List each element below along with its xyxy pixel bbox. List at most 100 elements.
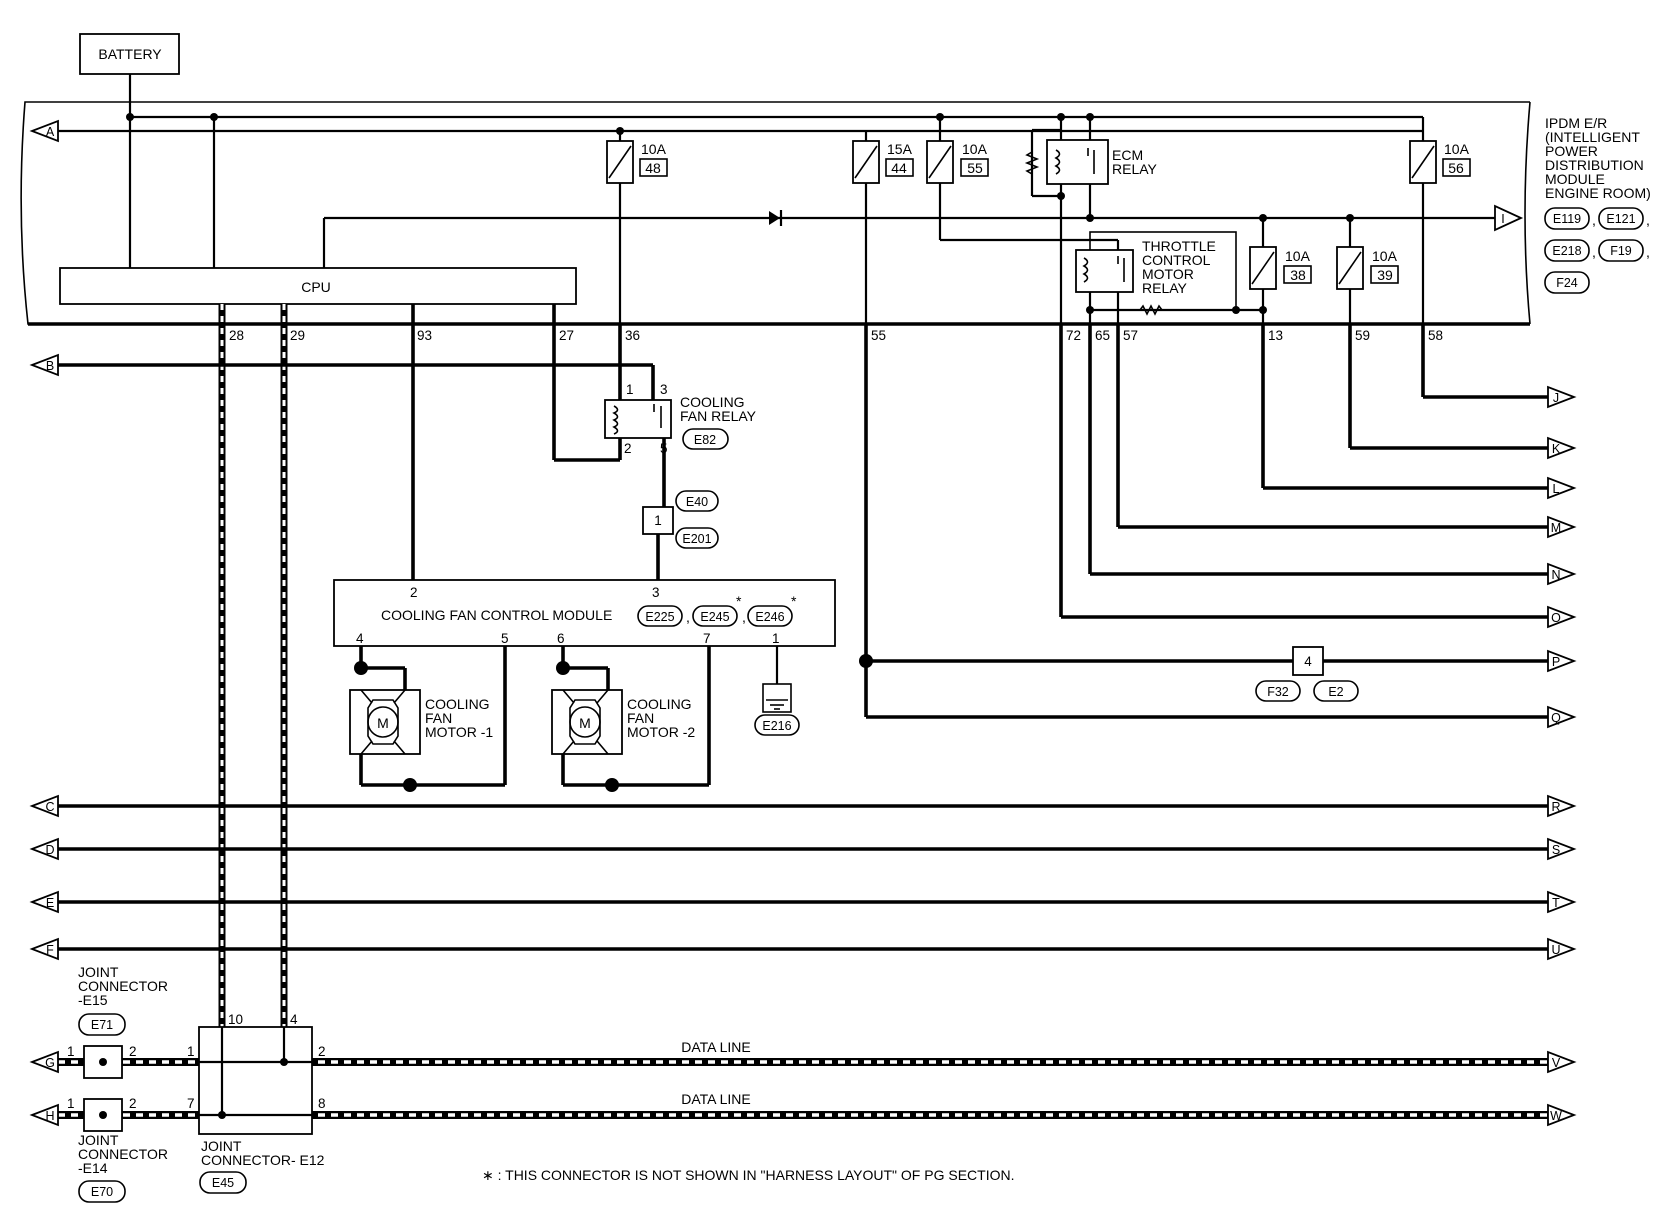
svg-text:M: M: [579, 715, 591, 731]
svg-text:J: J: [1553, 391, 1559, 405]
svg-text:RELAY: RELAY: [1112, 161, 1158, 177]
svg-text:2: 2: [624, 441, 632, 456]
svg-text:10A: 10A: [962, 141, 988, 157]
svg-text:MODULE: MODULE: [1545, 171, 1605, 187]
svg-text:1: 1: [187, 1044, 195, 1059]
svg-text:-E15: -E15: [78, 992, 108, 1008]
svg-text:JOINT: JOINT: [78, 1132, 119, 1148]
data-line-label-1: DATA LINE: [681, 1039, 751, 1055]
svg-text:4: 4: [356, 631, 364, 646]
cpu-box: [59, 267, 577, 305]
left-ref-g: G: [29, 1050, 59, 1074]
svg-text:E218: E218: [1552, 244, 1581, 258]
svg-text:S: S: [1552, 843, 1560, 857]
svg-text:13: 13: [1268, 328, 1283, 343]
left-ref-b: B: [29, 353, 59, 377]
svg-text:I: I: [1501, 212, 1504, 226]
svg-text:P: P: [1552, 655, 1560, 669]
svg-text:MOTOR -1: MOTOR -1: [425, 724, 493, 740]
svg-text:FAN: FAN: [627, 710, 654, 726]
svg-text:ENGINE ROOM): ENGINE ROOM): [1545, 185, 1651, 201]
svg-text:93: 93: [417, 328, 432, 343]
right-ref-s: S: [1547, 837, 1577, 861]
battery-box: [79, 33, 180, 75]
svg-text:Q: Q: [1551, 711, 1561, 725]
svg-text:56: 56: [1448, 160, 1464, 176]
svg-text:1: 1: [67, 1096, 75, 1111]
inline-connector-e40: 1 E40 E201: [642, 490, 719, 580]
svg-text:44: 44: [891, 160, 907, 176]
svg-text:55: 55: [967, 160, 983, 176]
svg-text:COOLING FAN CONTROL MODULE: COOLING FAN CONTROL MODULE: [381, 607, 612, 623]
svg-text:E121: E121: [1606, 212, 1635, 226]
svg-text:E201: E201: [682, 532, 711, 546]
svg-text:A: A: [46, 125, 55, 139]
svg-text:,: ,: [1646, 212, 1650, 228]
svg-text:58: 58: [1428, 328, 1443, 343]
joint-connector-e15: 1 2 JOINT CONNECTOR -E15 E71: [67, 964, 168, 1079]
svg-text:E225: E225: [645, 610, 674, 624]
svg-text:F19: F19: [1610, 244, 1632, 258]
svg-text:DISTRIBUTION: DISTRIBUTION: [1545, 157, 1644, 173]
svg-text:COOLING: COOLING: [627, 696, 692, 712]
ipdm-connectors: E119 , E121 , E218 , F19 , F24: [1544, 207, 1650, 294]
right-ref-p: P: [1547, 649, 1577, 673]
ipdm-outline: [20, 101, 1530, 325]
svg-text:B: B: [46, 359, 54, 373]
svg-text:38: 38: [1290, 267, 1306, 283]
svg-text:10A: 10A: [1372, 248, 1398, 264]
svg-text:FAN: FAN: [425, 710, 452, 726]
svg-text:E70: E70: [91, 1185, 113, 1199]
svg-text:10A: 10A: [1444, 141, 1470, 157]
right-ref-i: I: [1494, 204, 1524, 232]
svg-text:29: 29: [290, 328, 305, 343]
cooling-fan-motor-1: M COOLING FAN MOTOR -1: [349, 646, 507, 792]
svg-text:3: 3: [660, 382, 668, 397]
svg-text:E246: E246: [755, 610, 784, 624]
svg-text:27: 27: [559, 328, 574, 343]
svg-text:4: 4: [290, 1012, 298, 1027]
svg-text:CONTROL: CONTROL: [1142, 252, 1211, 268]
right-ref-k: K: [1547, 436, 1577, 460]
svg-text:E216: E216: [762, 719, 791, 733]
right-ref-w: W: [1547, 1103, 1577, 1127]
svg-text:F24: F24: [1556, 276, 1578, 290]
svg-text:C: C: [45, 800, 54, 814]
svg-text:IPDM E/R: IPDM E/R: [1545, 115, 1607, 131]
left-ref-a: A: [29, 119, 59, 143]
svg-text:59: 59: [1355, 328, 1370, 343]
svg-text:1: 1: [626, 382, 634, 397]
svg-text:JOINT: JOINT: [201, 1138, 242, 1154]
left-ref-f: F: [29, 937, 59, 961]
svg-text:36: 36: [625, 328, 640, 343]
right-ref-q: Q: [1547, 705, 1577, 729]
ipdm-pin-labels: 28 29 93 27 36 55 72 65 57 13 59 58: [229, 328, 1443, 343]
svg-text:JOINT: JOINT: [78, 964, 119, 980]
svg-text:39: 39: [1377, 267, 1393, 283]
svg-text:7: 7: [187, 1096, 195, 1111]
svg-text:6: 6: [557, 631, 565, 646]
svg-text:4: 4: [1304, 654, 1312, 669]
svg-text:(INTELLIGENT: (INTELLIGENT: [1545, 129, 1640, 145]
svg-text:POWER: POWER: [1545, 143, 1598, 159]
svg-text:FAN RELAY: FAN RELAY: [680, 408, 757, 424]
svg-text:N: N: [1551, 568, 1560, 582]
svg-text:CONNECTOR: CONNECTOR: [78, 1146, 168, 1162]
svg-text:E71: E71: [91, 1018, 113, 1032]
svg-text:,: ,: [1646, 244, 1650, 260]
svg-text:E119: E119: [1553, 212, 1581, 226]
svg-text:THROTTLE: THROTTLE: [1142, 238, 1216, 254]
svg-text:3: 3: [652, 585, 660, 600]
svg-text:E45: E45: [212, 1176, 234, 1190]
svg-text:E40: E40: [686, 495, 708, 509]
svg-text:55: 55: [871, 328, 886, 343]
svg-text:M: M: [377, 715, 389, 731]
svg-text:MOTOR -2: MOTOR -2: [627, 724, 695, 740]
joint-connector-e14: 1 2 JOINT CONNECTOR -E14 E70: [67, 1096, 168, 1203]
svg-text:2: 2: [129, 1096, 137, 1111]
right-ref-l: L: [1547, 476, 1577, 500]
right-ref-o: O: [1547, 605, 1577, 629]
svg-text:O: O: [1551, 611, 1561, 625]
svg-text:,: ,: [1592, 244, 1596, 260]
svg-text:1: 1: [67, 1044, 75, 1059]
